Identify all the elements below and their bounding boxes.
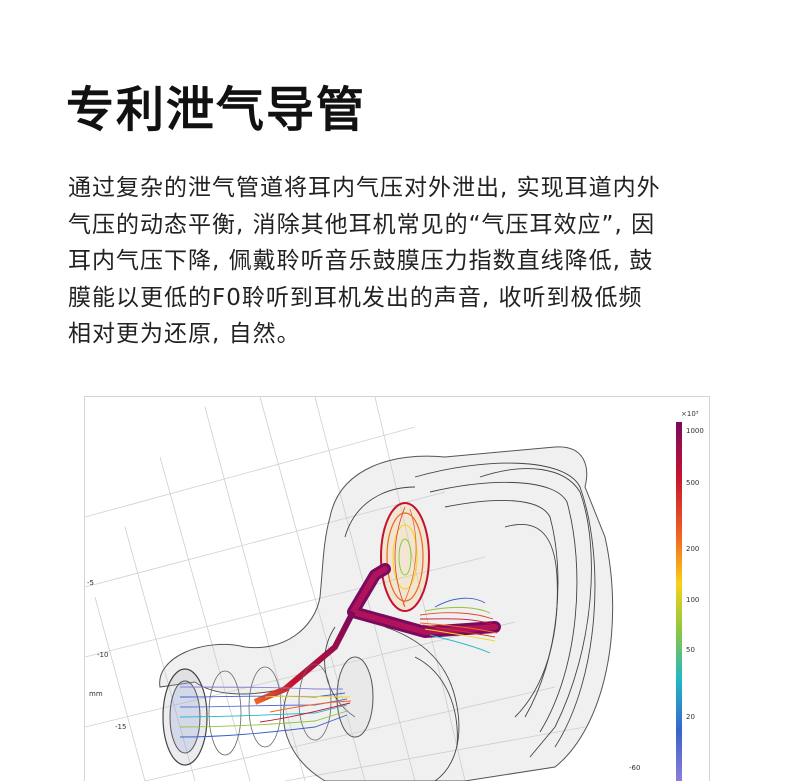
driver-disc <box>380 502 430 612</box>
axis-tick: -5 <box>87 579 94 587</box>
description-line: 通过复杂的泄气管道将耳内气压对外泄出, 实现耳道内外 <box>68 175 661 201</box>
axis-tick: -15 <box>115 723 126 731</box>
colorbar-tick: 200 <box>686 545 699 553</box>
colorbar-tick: 20 <box>686 713 695 721</box>
description-line: 耳内气压下降, 佩戴聆听音乐鼓膜压力指数直线降低, 鼓 <box>68 248 654 274</box>
description-line: 气压的动态平衡, 消除其他耳机常见的“气压耳效应”, 因 <box>68 211 656 238</box>
colorbar-exponent: ×10³ <box>681 410 699 418</box>
description-line: 相对更为还原, 自然。 <box>68 321 301 347</box>
description-line: 膜能以更低的F0聆听到耳机发出的声音, 收听到极低频 <box>68 284 643 311</box>
axis-unit: mm <box>89 690 103 698</box>
airflow-simulation-figure: -5 -10 mm -15 -60 ×10³ 1000 500 200 100 … <box>84 396 710 781</box>
shell-wireframe <box>324 462 596 781</box>
axis-tick: -60 <box>629 764 640 772</box>
colorbar: ×10³ 1000 500 200 100 50 20 <box>676 410 704 781</box>
page-title: 专利泄气导管 <box>66 82 367 138</box>
simulation-render: -5 -10 mm -15 -60 ×10³ 1000 500 200 100 … <box>85 397 704 781</box>
colorbar-tick: 50 <box>686 646 695 654</box>
colorbar-tick: 500 <box>686 479 699 487</box>
outlet-streamlines <box>419 597 498 654</box>
colorbar-gradient <box>676 422 682 781</box>
colorbar-tick: 1000 <box>686 427 704 435</box>
description-text: 通过复杂的泄气管道将耳内气压对外泄出, 实现耳道内外 气压的动态平衡, 消除其他… <box>68 170 738 353</box>
nozzle-streamlines <box>179 686 352 738</box>
vent-tube <box>253 563 501 705</box>
earphone-shell <box>159 446 614 781</box>
colorbar-tick: 100 <box>686 596 699 604</box>
axis-tick: -10 <box>97 651 108 659</box>
